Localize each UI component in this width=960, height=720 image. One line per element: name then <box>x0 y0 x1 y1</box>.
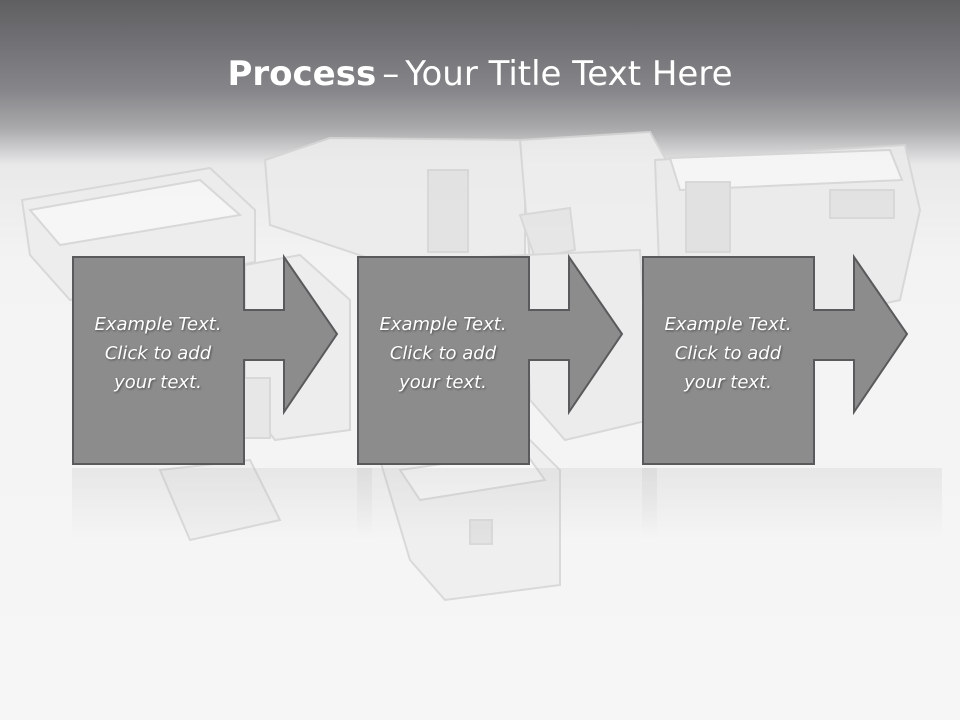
step-3-line-2: Click to add <box>674 343 782 364</box>
step-3-reflection <box>642 468 942 538</box>
step-2-reflection <box>357 468 657 538</box>
arrow-right-icon <box>357 253 624 465</box>
step-2-line-3: your text. <box>399 372 487 393</box>
step-2-line-2: Click to add <box>389 343 497 364</box>
arrow-right-icon <box>642 253 909 465</box>
step-2-text[interactable]: Example Text. Click to add your text. <box>357 310 529 397</box>
step-3-line-3: your text. <box>684 372 772 393</box>
step-3-text[interactable]: Example Text. Click to add your text. <box>642 310 814 397</box>
step-1-line-3: your text. <box>114 372 202 393</box>
process-step-3[interactable]: Example Text. Click to add your text. <box>642 253 942 538</box>
step-1-text[interactable]: Example Text. Click to add your text. <box>72 310 244 397</box>
arrow-right-icon <box>72 253 339 465</box>
slide-title[interactable]: Process–Your Title Text Here <box>0 52 960 96</box>
title-bold-word: Process <box>227 54 377 94</box>
step-1-line-1: Example Text. <box>94 314 222 335</box>
title-dash: – <box>382 54 400 94</box>
process-step-1[interactable]: Example Text. Click to add your text. <box>72 253 372 538</box>
step-2-line-1: Example Text. <box>379 314 507 335</box>
step-1-reflection <box>72 468 372 538</box>
step-1-line-2: Click to add <box>104 343 212 364</box>
process-step-2[interactable]: Example Text. Click to add your text. <box>357 253 657 538</box>
step-3-line-1: Example Text. <box>664 314 792 335</box>
title-text: Your Title Text Here <box>405 54 733 94</box>
